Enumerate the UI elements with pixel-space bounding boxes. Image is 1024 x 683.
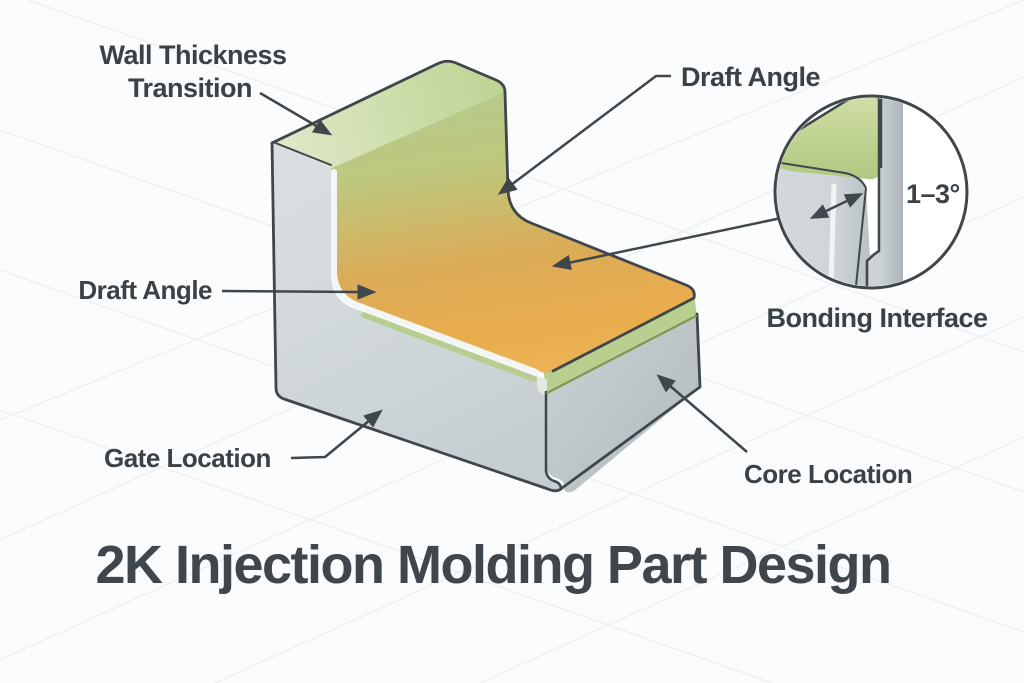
leader-draft-angle-top	[497, 74, 671, 195]
detail-callout: 1–3°	[773, 94, 969, 290]
page-title: 2K Injection Molding Part Design	[95, 535, 890, 595]
detail-edges	[777, 98, 883, 286]
leader-core-location	[656, 374, 748, 453]
draft-angle-arrow	[809, 193, 864, 219]
leader-wall-thickness	[259, 91, 333, 136]
annotation-labels: Wall Thickness Transition Draft Angle Dr…	[78, 40, 988, 489]
edge-highlight-band	[331, 169, 539, 375]
overmold-step-face	[536, 375, 547, 397]
label-wall-thickness-line2: Transition	[128, 73, 252, 103]
leader-detail-callout	[551, 215, 787, 271]
leader-draft-angle-left	[221, 284, 377, 300]
label-core-location: Core Location	[744, 459, 912, 489]
molded-part	[270, 59, 702, 493]
label-gate-location: Gate Location	[104, 443, 271, 473]
front-overmold-band	[361, 312, 537, 382]
detail-overmold-layer	[777, 98, 881, 180]
part-front-face	[272, 140, 561, 492]
label-draft-angle-left: Draft Angle	[78, 275, 212, 305]
leader-lines	[221, 74, 787, 460]
detail-block-highlight	[828, 183, 837, 286]
part-outline	[270, 59, 702, 493]
part-top-face	[272, 61, 505, 168]
label-bonding-interface: Bonding Interface	[766, 303, 987, 333]
label-wall-thickness-line1: Wall Thickness	[99, 40, 286, 70]
label-draft-angle-top: Draft Angle	[681, 62, 820, 92]
detail-wall-strip	[867, 98, 903, 286]
detail-circle-outline	[773, 94, 969, 290]
overmold-edge-band	[543, 294, 697, 393]
detail-angle-text: 1–3°	[906, 179, 960, 209]
part-right-face	[547, 315, 700, 493]
leader-gate-location	[290, 409, 383, 460]
overmold-surface	[331, 83, 695, 373]
